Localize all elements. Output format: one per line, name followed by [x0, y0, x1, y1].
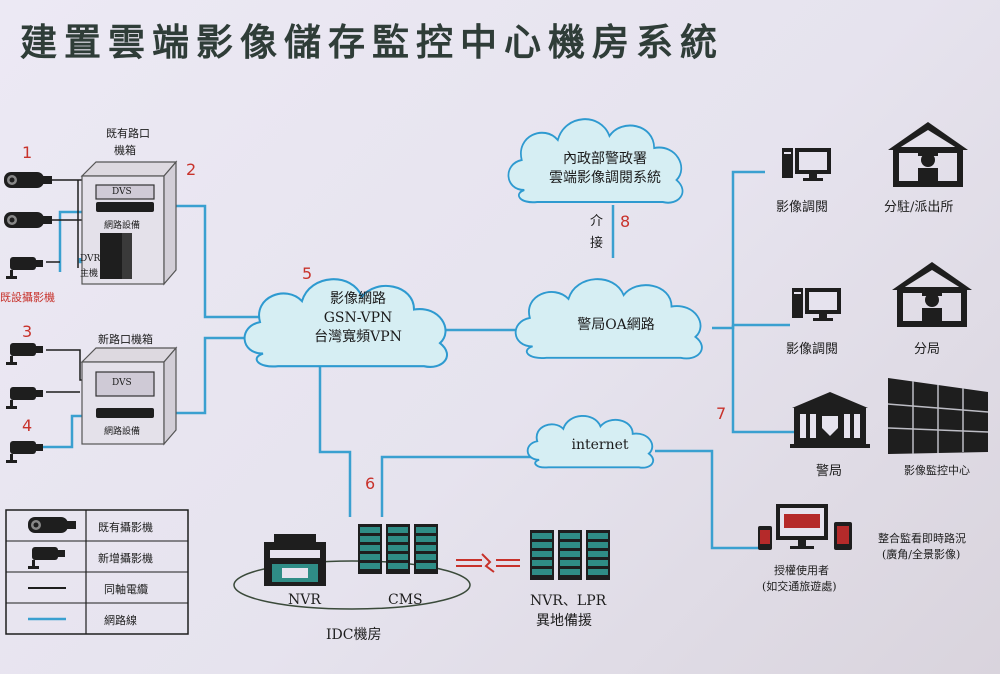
- auth-user-label-1: 授權使用者: [774, 564, 829, 577]
- police-station-icon: [888, 122, 968, 187]
- video-monitor-center-label: 影像監控中心: [904, 464, 970, 477]
- cms-label: CMS: [388, 592, 423, 608]
- cloud-internet-text: internet: [571, 437, 629, 453]
- number-label-4: 4: [22, 416, 33, 435]
- legend-existing-camera-label: 既有攝影機: [98, 521, 153, 534]
- backup-link: [456, 553, 520, 573]
- existing-box-label-2: 機箱: [114, 144, 136, 157]
- existing-dvs-label: DVS: [112, 187, 132, 197]
- nvr-label: NVR: [288, 592, 321, 608]
- idc-room-label: IDC機房: [326, 627, 382, 643]
- precinct-label: 分局: [914, 342, 941, 357]
- integrated-view-label-2: (廣角/全景影像): [882, 548, 961, 561]
- legend-new-camera-icon: [28, 547, 65, 569]
- pc-icon-2: [790, 286, 841, 323]
- legend-new-camera-label: 新增攝影機: [98, 552, 153, 565]
- integrated-view-label-1: 整合監看即時路況: [878, 532, 966, 545]
- pc-icon-1: [780, 146, 831, 183]
- new-camera-3: [6, 441, 43, 463]
- precinct-icon: [892, 262, 972, 327]
- existing-camera-label: 既設攝影機: [0, 291, 55, 304]
- video-wall-icon: [887, 378, 989, 454]
- multi-device-icon: [758, 504, 852, 550]
- existing-camera-2: [4, 212, 52, 228]
- existing-box-label-1: 既有路口: [106, 127, 150, 140]
- new-junction-box: [80, 346, 178, 446]
- cloud-gsn-line2: GSN-VPN: [323, 310, 393, 326]
- cloud-oa-text: 警局OA網路: [577, 317, 655, 333]
- cloud-npa-line1: 內政部警政署: [563, 151, 647, 167]
- number-label-3: 3: [22, 322, 33, 341]
- police-bureau-label: 警局: [816, 464, 843, 479]
- number-label-8: 8: [620, 212, 631, 231]
- existing-network-device-label: 網路設備: [104, 221, 141, 231]
- new-box-label: 新路口機箱: [98, 333, 153, 346]
- cloud-gsn-line1: 影像網路: [330, 291, 386, 307]
- legend-existing-camera-icon: [28, 517, 76, 533]
- link-label-1: 介: [590, 214, 604, 229]
- backup-label-2: 異地備援: [536, 613, 592, 629]
- number-label-1: 1: [22, 143, 33, 162]
- legend: [5, 509, 189, 635]
- new-dvs-label: DVS: [112, 378, 132, 388]
- existing-junction-box: [80, 160, 178, 286]
- police-bureau-icon: [790, 392, 870, 448]
- dvr-label-1: DVR: [80, 254, 101, 264]
- cloud-npa-text: 內政部警政署 雲端影像調閱系統: [530, 150, 680, 188]
- number-label-5: 5: [302, 264, 313, 283]
- legend-network-label: 網路線: [104, 614, 137, 627]
- page-title: 建置雲端影像儲存監控中心機房系統: [20, 20, 724, 64]
- coax-links: [46, 179, 86, 393]
- cms-servers: [358, 524, 438, 574]
- link-label-2: 接: [590, 236, 604, 251]
- existing-camera-1: [4, 172, 52, 188]
- branch-station-label: 分駐/派出所: [884, 200, 954, 215]
- image-retrieval-label-2: 影像調閱: [786, 342, 839, 357]
- backup-servers: [530, 530, 610, 580]
- legend-coax-label: 同軸電纜: [104, 583, 148, 596]
- number-label-6: 6: [365, 474, 376, 493]
- cloud-gsn-text: 影像網路 GSN-VPN 台灣寬頻VPN: [298, 290, 418, 347]
- dvr-label-2: 主機: [80, 269, 99, 279]
- existing-camera-3: [6, 257, 43, 279]
- cloud-npa-line2: 雲端影像調閱系統: [549, 170, 661, 186]
- cloud-gsn-line3: 台灣寬頻VPN: [314, 329, 402, 345]
- number-label-2: 2: [186, 160, 197, 179]
- auth-user-label-2: (如交通旅遊處): [762, 580, 837, 593]
- idc-room: [233, 524, 471, 610]
- new-network-device-label: 網路設備: [104, 427, 141, 437]
- new-camera-1: [6, 343, 43, 365]
- new-camera-2: [6, 387, 43, 409]
- image-retrieval-label-1: 影像調閱: [776, 200, 829, 215]
- number-label-7: 7: [716, 404, 727, 423]
- backup-label-1: NVR、LPR: [530, 593, 607, 609]
- nvr-icon: [264, 534, 326, 586]
